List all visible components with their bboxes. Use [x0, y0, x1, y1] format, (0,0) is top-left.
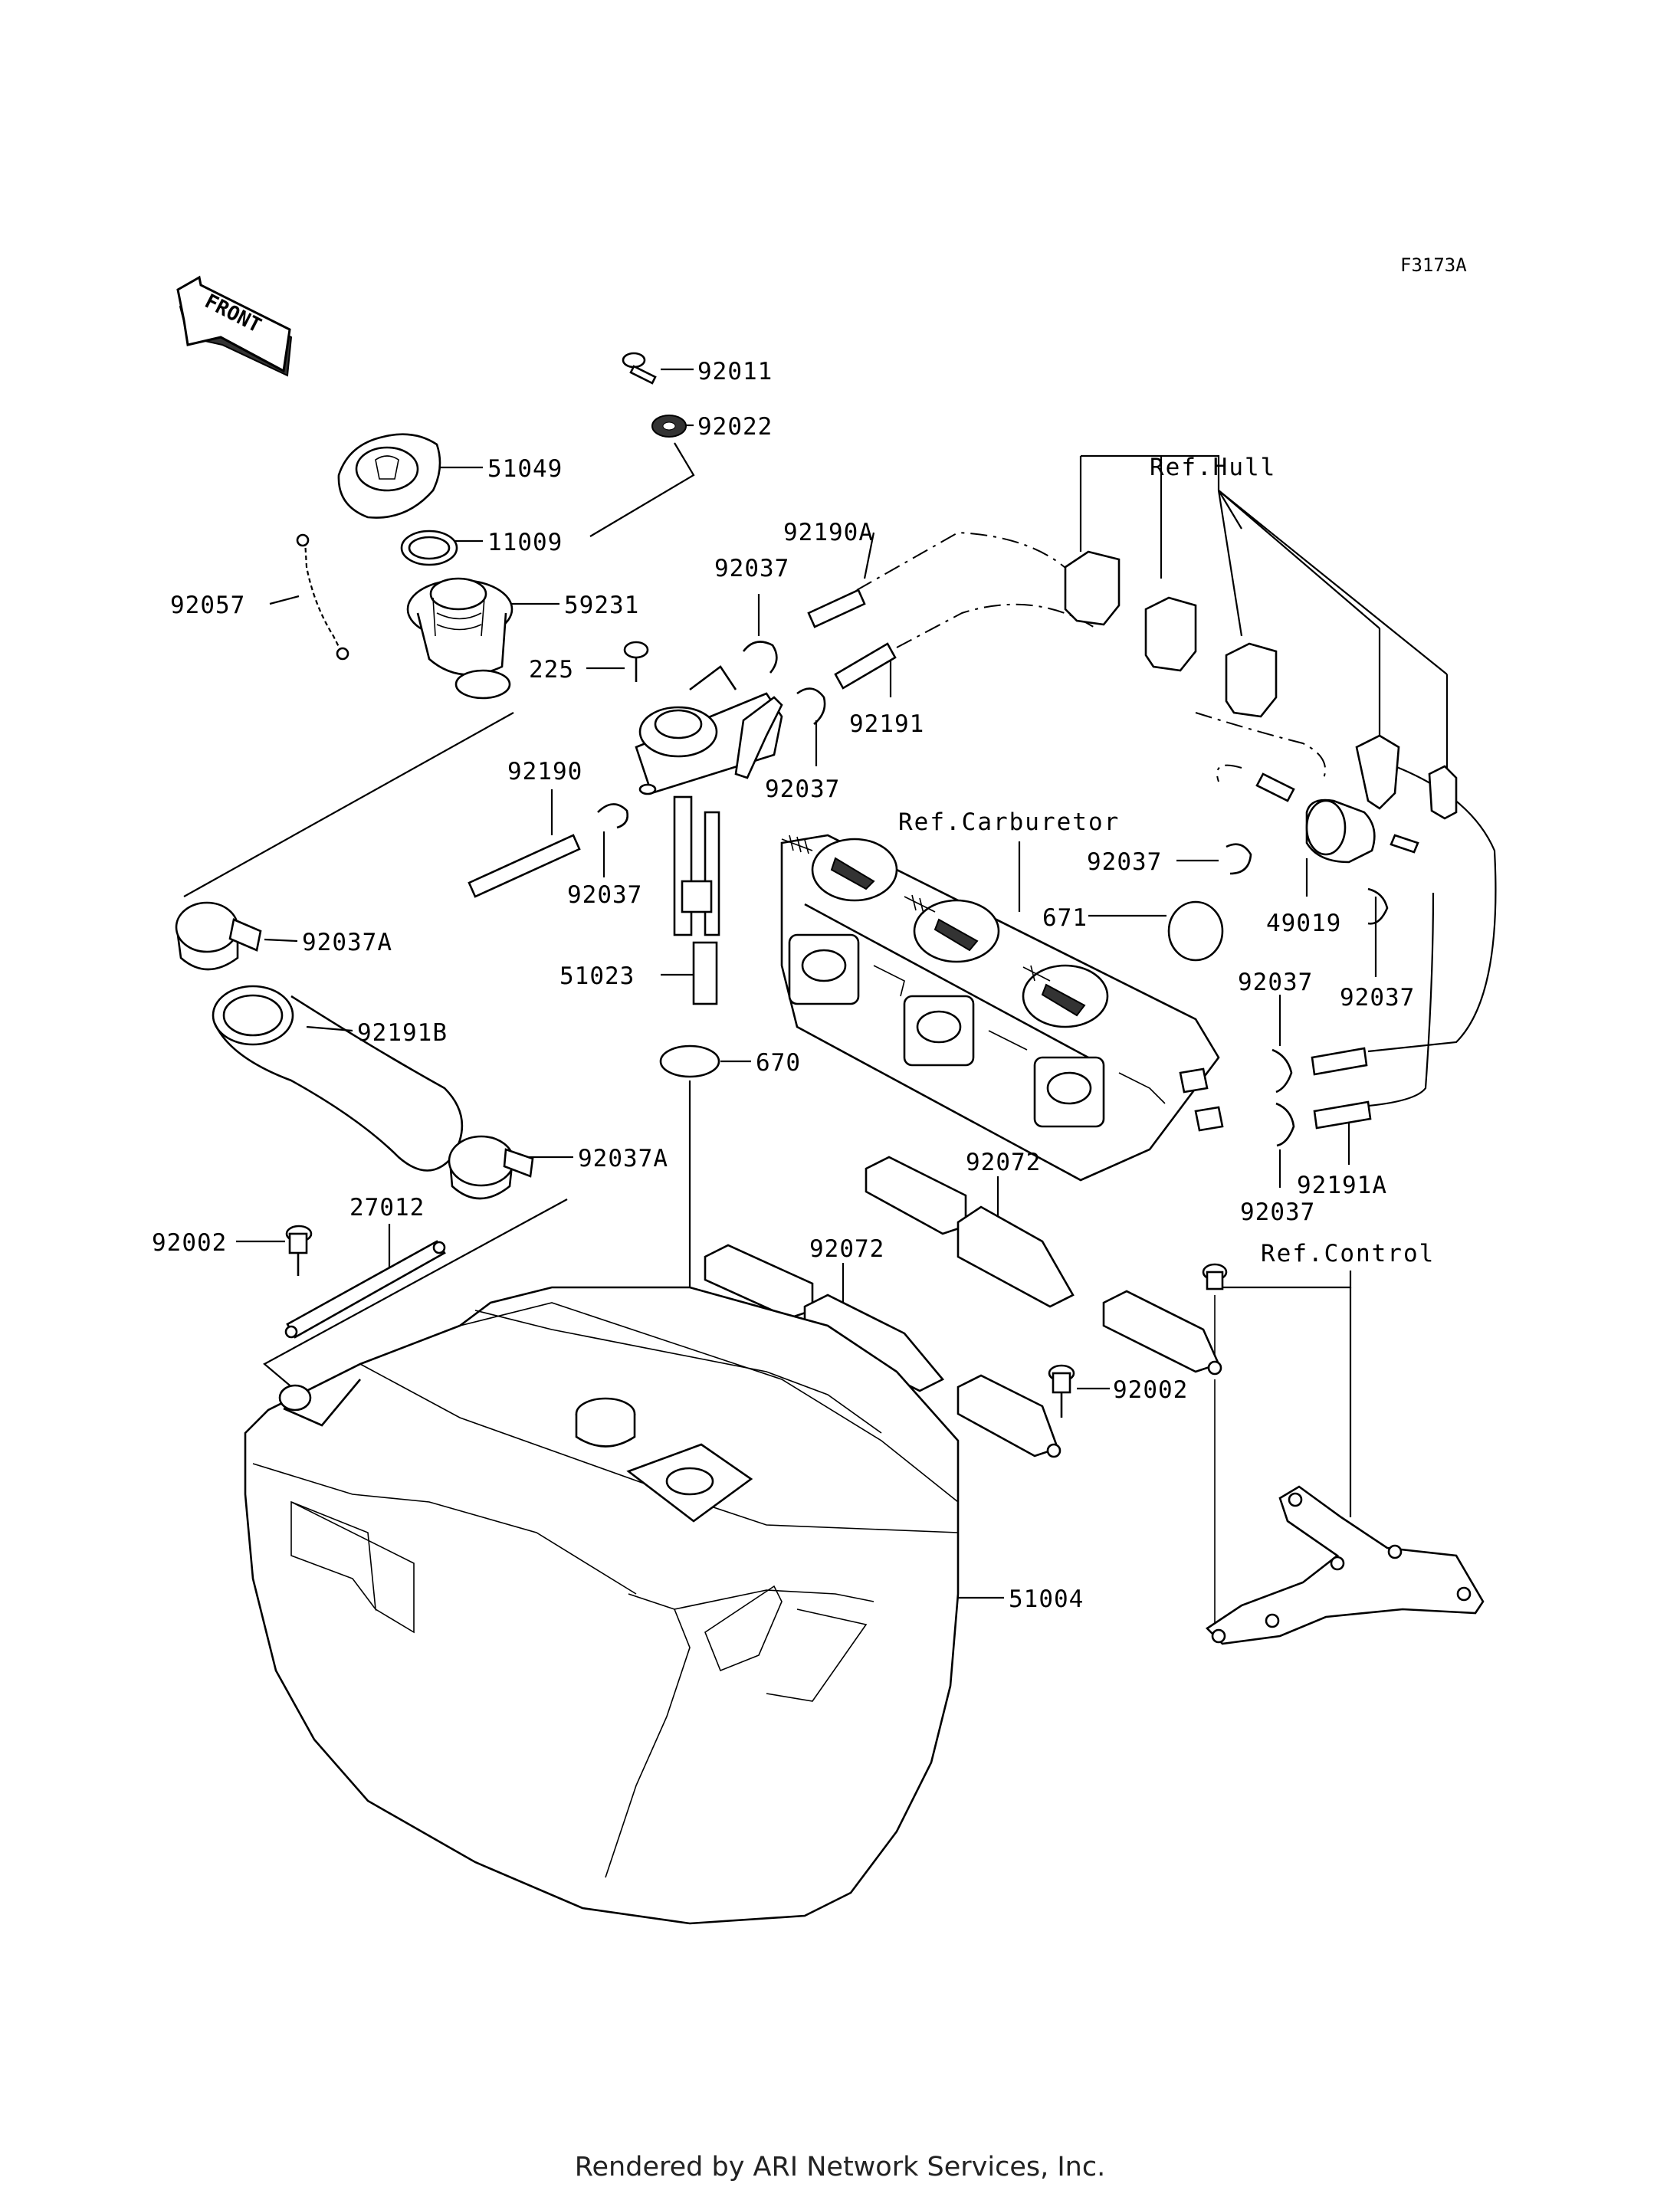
- label-51049: 51049: [487, 455, 563, 483]
- fuel-tank-51004: [244, 1286, 960, 1925]
- o-ring-670: [659, 1044, 720, 1078]
- label-92190A: 92190A: [783, 519, 874, 546]
- label-27012: 27012: [349, 1194, 425, 1221]
- leader-lines: [183, 368, 1497, 1824]
- label-92037A-b: 92037A: [578, 1145, 668, 1172]
- o-ring-671: [1167, 900, 1224, 962]
- hoses-92191A: [1311, 1047, 1372, 1130]
- label-92057: 92057: [170, 592, 245, 619]
- pads-92072-upper: [865, 1156, 1222, 1376]
- label-92002-a: 92002: [152, 1229, 227, 1257]
- screw-225: [623, 641, 649, 682]
- label-225: 225: [529, 656, 574, 684]
- front-arrow-icon: FRONT: [176, 275, 293, 377]
- part-labels: 92011 92022 51049 11009 92057 59231 225 …: [152, 358, 1435, 1613]
- label-670: 670: [756, 1049, 801, 1077]
- label-92037-c: 92037: [567, 881, 642, 909]
- label-92037-g: 92037: [1240, 1199, 1315, 1226]
- label-92190: 92190: [507, 758, 582, 785]
- hose-92190: [468, 834, 581, 898]
- label-92191: 92191: [849, 710, 924, 738]
- bolt-92002-right: [1048, 1364, 1075, 1418]
- label-51023: 51023: [559, 962, 635, 990]
- fuel-filter-49019: [1255, 772, 1419, 864]
- label-92011: 92011: [697, 358, 773, 385]
- ref-carburetor-label: Ref.Carburetor: [898, 808, 1120, 836]
- gasket-11009: [400, 530, 458, 566]
- ref-control-label: Ref.Control: [1261, 1240, 1435, 1267]
- footer-credit: Rendered by ARI Network Services, Inc.: [574, 2152, 1106, 2182]
- label-92037-e: 92037: [1238, 969, 1313, 996]
- diagram-code: F3173A: [1400, 254, 1467, 276]
- label-49019: 49019: [1266, 910, 1341, 937]
- fuel-valve-51023: [635, 665, 783, 1005]
- label-92037A-a: 92037A: [302, 929, 392, 956]
- label-92191B: 92191B: [357, 1019, 448, 1047]
- label-92037-f: 92037: [1340, 984, 1415, 1012]
- label-92002-b: 92002: [1113, 1376, 1188, 1404]
- label-59231: 59231: [564, 592, 639, 619]
- label-671: 671: [1042, 904, 1088, 932]
- bolt-92002-left: [285, 1225, 313, 1276]
- pads-92072-lower: [704, 1244, 1061, 1458]
- clips-92037: [597, 641, 1389, 1147]
- filler-neck-59231: [406, 577, 514, 700]
- label-92072-b: 92072: [809, 1235, 884, 1263]
- label-92191A: 92191A: [1297, 1172, 1387, 1199]
- clamp-92037A-upper: [175, 901, 262, 971]
- control-bracket: [1202, 1263, 1485, 1645]
- hose-92191: [834, 642, 897, 690]
- strap-27012: [284, 1240, 446, 1339]
- label-11009: 11009: [487, 529, 563, 556]
- hose-92191B: [212, 985, 464, 1172]
- hull-clips: [1064, 550, 1458, 820]
- label-92072-a: 92072: [966, 1149, 1041, 1176]
- screw-92011: [622, 352, 657, 385]
- label-92037-b: 92037: [765, 776, 840, 803]
- label-92037-a: 92037: [714, 555, 789, 582]
- label-51004: 51004: [1009, 1585, 1084, 1613]
- label-92022: 92022: [697, 413, 773, 441]
- hose-92190A: [807, 589, 866, 628]
- washer-92022: [651, 415, 687, 438]
- fuel-cap-51049: [337, 433, 441, 519]
- label-92037-d: 92037: [1087, 848, 1162, 876]
- clamp-92037A-lower: [448, 1135, 534, 1200]
- carburetor-assembly: [780, 834, 1224, 1182]
- ref-hull-label: Ref.Hull: [1150, 454, 1276, 481]
- cord-92057: [296, 533, 349, 661]
